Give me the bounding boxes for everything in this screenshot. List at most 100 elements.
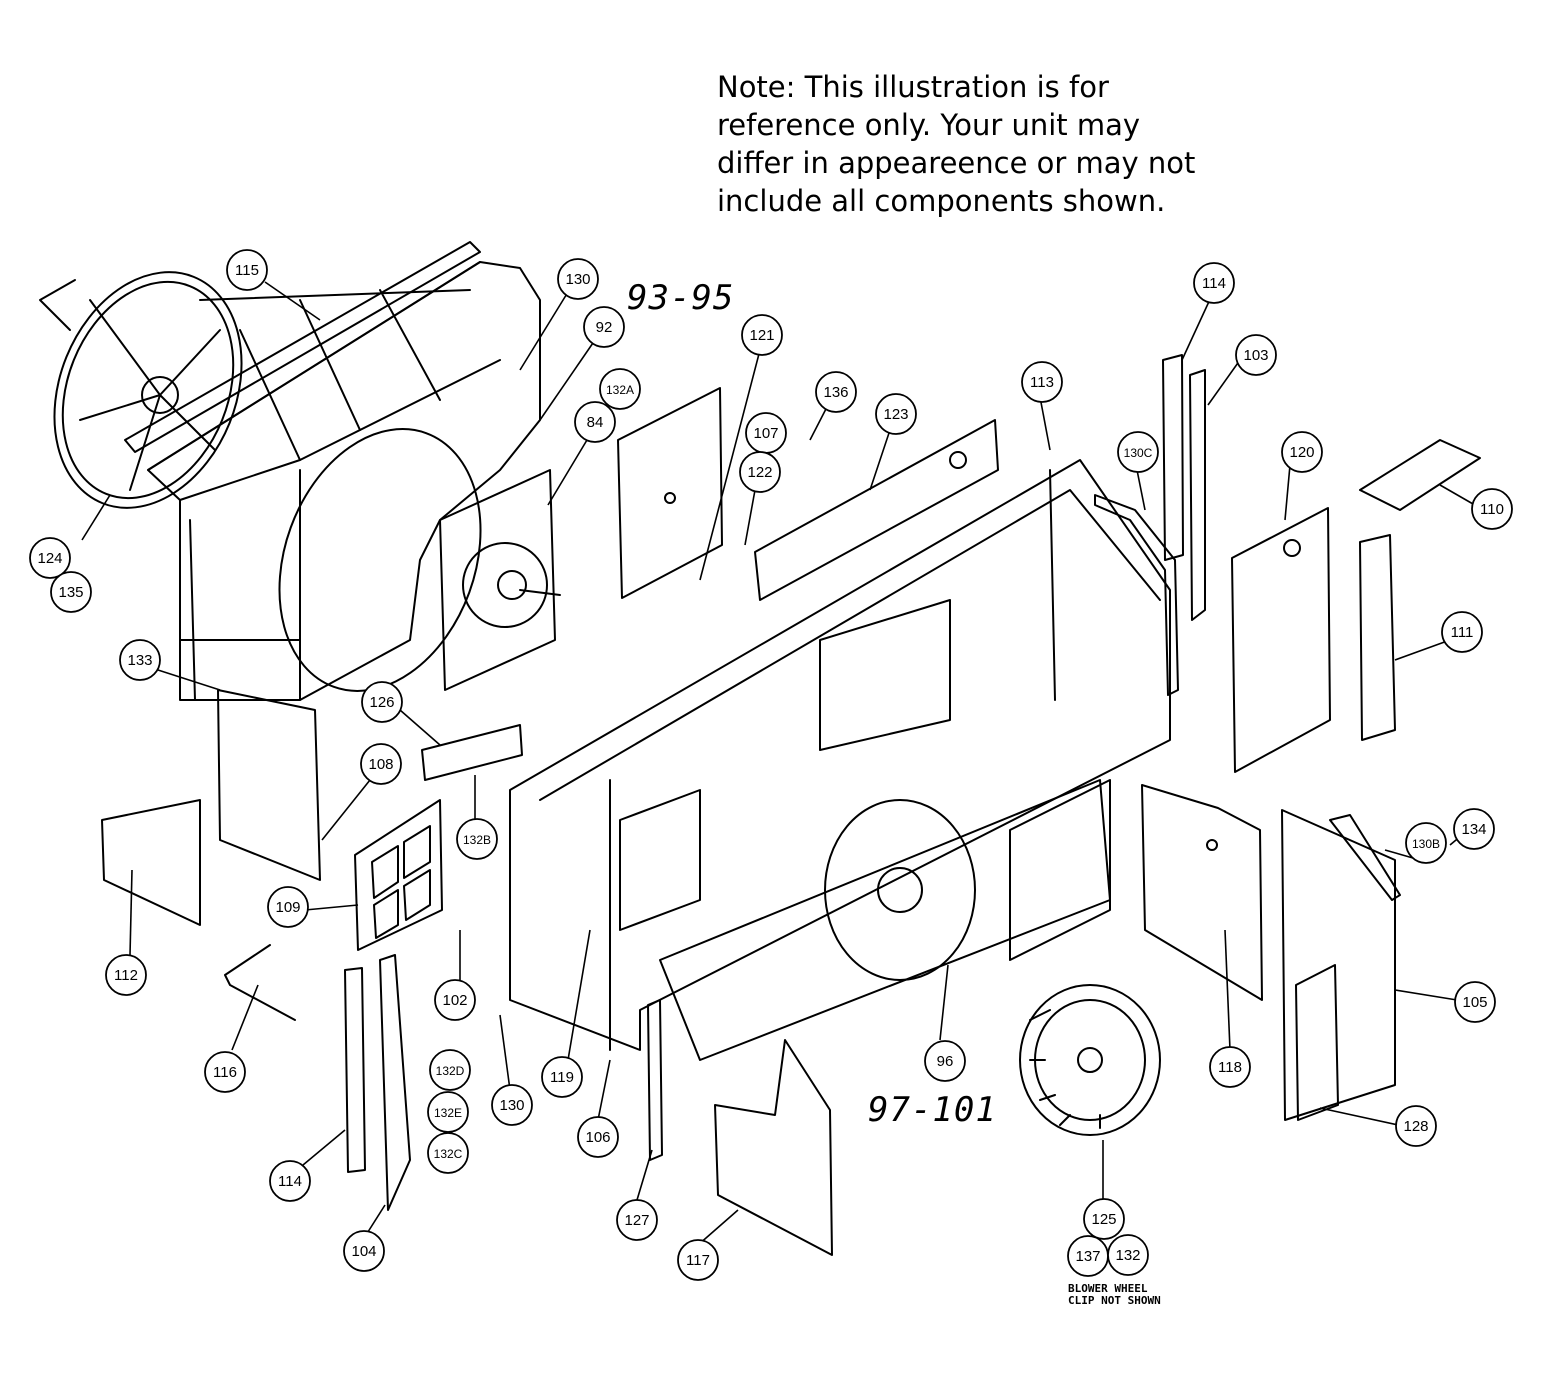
condenser-fan-blade (39, 271, 243, 509)
side-strip-111 (1359, 534, 1396, 741)
callout-126: 126 (361, 681, 403, 723)
callout-circle (541, 1056, 583, 1098)
callout-132d: 132D (429, 1049, 471, 1091)
callout-circle (1471, 488, 1513, 530)
callout-label: 132 (1115, 1247, 1140, 1264)
side-strip-114-top (1162, 354, 1184, 561)
callout-96: 96 (924, 1040, 966, 1082)
callout-label: 130C (1124, 446, 1153, 460)
callout-circle (429, 1049, 471, 1091)
callout-132: 132 (1107, 1234, 1149, 1276)
strip-114-bottom (344, 967, 366, 1173)
callout-label: 130 (499, 1097, 524, 1114)
callout-circle (1235, 334, 1277, 376)
callout-circle (50, 571, 92, 613)
callout-128: 128 (1395, 1105, 1437, 1147)
callout-132e: 132E (427, 1091, 469, 1133)
callout-label: 136 (823, 384, 848, 401)
callout-circle (427, 1091, 469, 1133)
side-panel-105 (1281, 809, 1396, 1121)
callout-circle (267, 886, 309, 928)
callout-circle (739, 451, 781, 493)
callout-circle (1281, 431, 1323, 473)
callout-label: 134 (1461, 821, 1486, 838)
callout-109: 109 (267, 886, 309, 928)
callout-label: 110 (1480, 501, 1504, 518)
callout-label: 106 (585, 1129, 610, 1146)
callout-label: 130 (565, 271, 590, 288)
callout-130c: 130C (1117, 431, 1159, 473)
callout-label: 124 (37, 550, 62, 567)
callout-label: 137 (1075, 1248, 1100, 1265)
callout-127: 127 (616, 1199, 658, 1241)
callout-circle (434, 979, 476, 1021)
note-line-4: include all components shown. (717, 184, 1166, 218)
callout-123: 123 (875, 393, 917, 435)
side-panel-118 (1141, 784, 1263, 1001)
callout-115: 115 (226, 249, 268, 291)
callout-110: 110 (1471, 488, 1513, 530)
callout-92: 92 (583, 306, 625, 348)
callout-105: 105 (1454, 981, 1496, 1023)
footnote-line-1: BLOWER WHEEL (1068, 1282, 1148, 1295)
callout-label: 130B (1412, 837, 1440, 851)
callout-circle (1117, 431, 1159, 473)
callout-130: 130 (557, 258, 599, 300)
rod-116 (224, 944, 296, 1021)
callout-130b: 130B (1405, 822, 1447, 864)
strip-104 (379, 954, 411, 1211)
callout-circle (677, 1239, 719, 1281)
chassis-base (509, 459, 1171, 1051)
blower-wheel (1019, 984, 1161, 1136)
callout-133: 133 (119, 639, 161, 681)
callout-104: 104 (343, 1230, 385, 1272)
callout-label: 111 (1451, 624, 1474, 641)
partition-panel-121 (617, 387, 723, 599)
callout-106: 106 (577, 1116, 619, 1158)
fan-motor-bracket (439, 469, 561, 691)
callout-label: 132E (434, 1106, 462, 1120)
bracket-126 (421, 724, 523, 781)
side-panel-120 (1231, 507, 1331, 773)
handwritten-range-97-101: 97-101 (868, 1090, 997, 1130)
callout-circle (456, 818, 498, 860)
callout-circle (574, 401, 616, 443)
strip-127 (647, 999, 663, 1161)
callout-112: 112 (105, 954, 147, 996)
note-line-3: differ in appeareence or may not (717, 146, 1196, 180)
callout-circle (1021, 361, 1063, 403)
handwritten-range-93-95: 93-95 (627, 278, 735, 318)
panel-108 (217, 689, 321, 881)
callout-circle (1107, 1234, 1149, 1276)
note-line-2: reference only. Your unit may (717, 108, 1141, 142)
callout-label: 114 (278, 1173, 302, 1190)
filter-109 (354, 799, 443, 951)
callout-circle (1209, 1046, 1251, 1088)
callout-label: 118 (1218, 1059, 1242, 1076)
callout-114: 114 (1193, 262, 1235, 304)
blower-wheel-footnote: BLOWER WHEEL CLIP NOT SHOWN (1068, 1283, 1161, 1307)
callout-134: 134 (1453, 808, 1495, 850)
callout-label: 92 (596, 319, 613, 336)
callout-label: 107 (753, 425, 778, 442)
blower-housing (659, 779, 1111, 1061)
callout-137: 137 (1067, 1235, 1109, 1277)
callout-circle (343, 1230, 385, 1272)
callout-label: 132B (463, 833, 491, 847)
callout-label: 132D (436, 1064, 465, 1078)
callout-label: 116 (213, 1064, 237, 1081)
callout-label: 103 (1243, 347, 1268, 364)
callout-label: 132C (434, 1147, 463, 1161)
panel-112 (101, 799, 201, 926)
callout-label: 120 (1289, 444, 1314, 461)
callout-label: 112 (114, 967, 138, 984)
callout-132a: 132A (599, 368, 641, 410)
callout-122: 122 (739, 451, 781, 493)
callout-label: 128 (1403, 1118, 1428, 1135)
callout-107: 107 (745, 412, 787, 454)
callout-label: 115 (235, 262, 259, 279)
callout-label: 84 (587, 414, 604, 431)
callout-130: 130 (491, 1084, 533, 1126)
callout-132c: 132C (427, 1132, 469, 1174)
